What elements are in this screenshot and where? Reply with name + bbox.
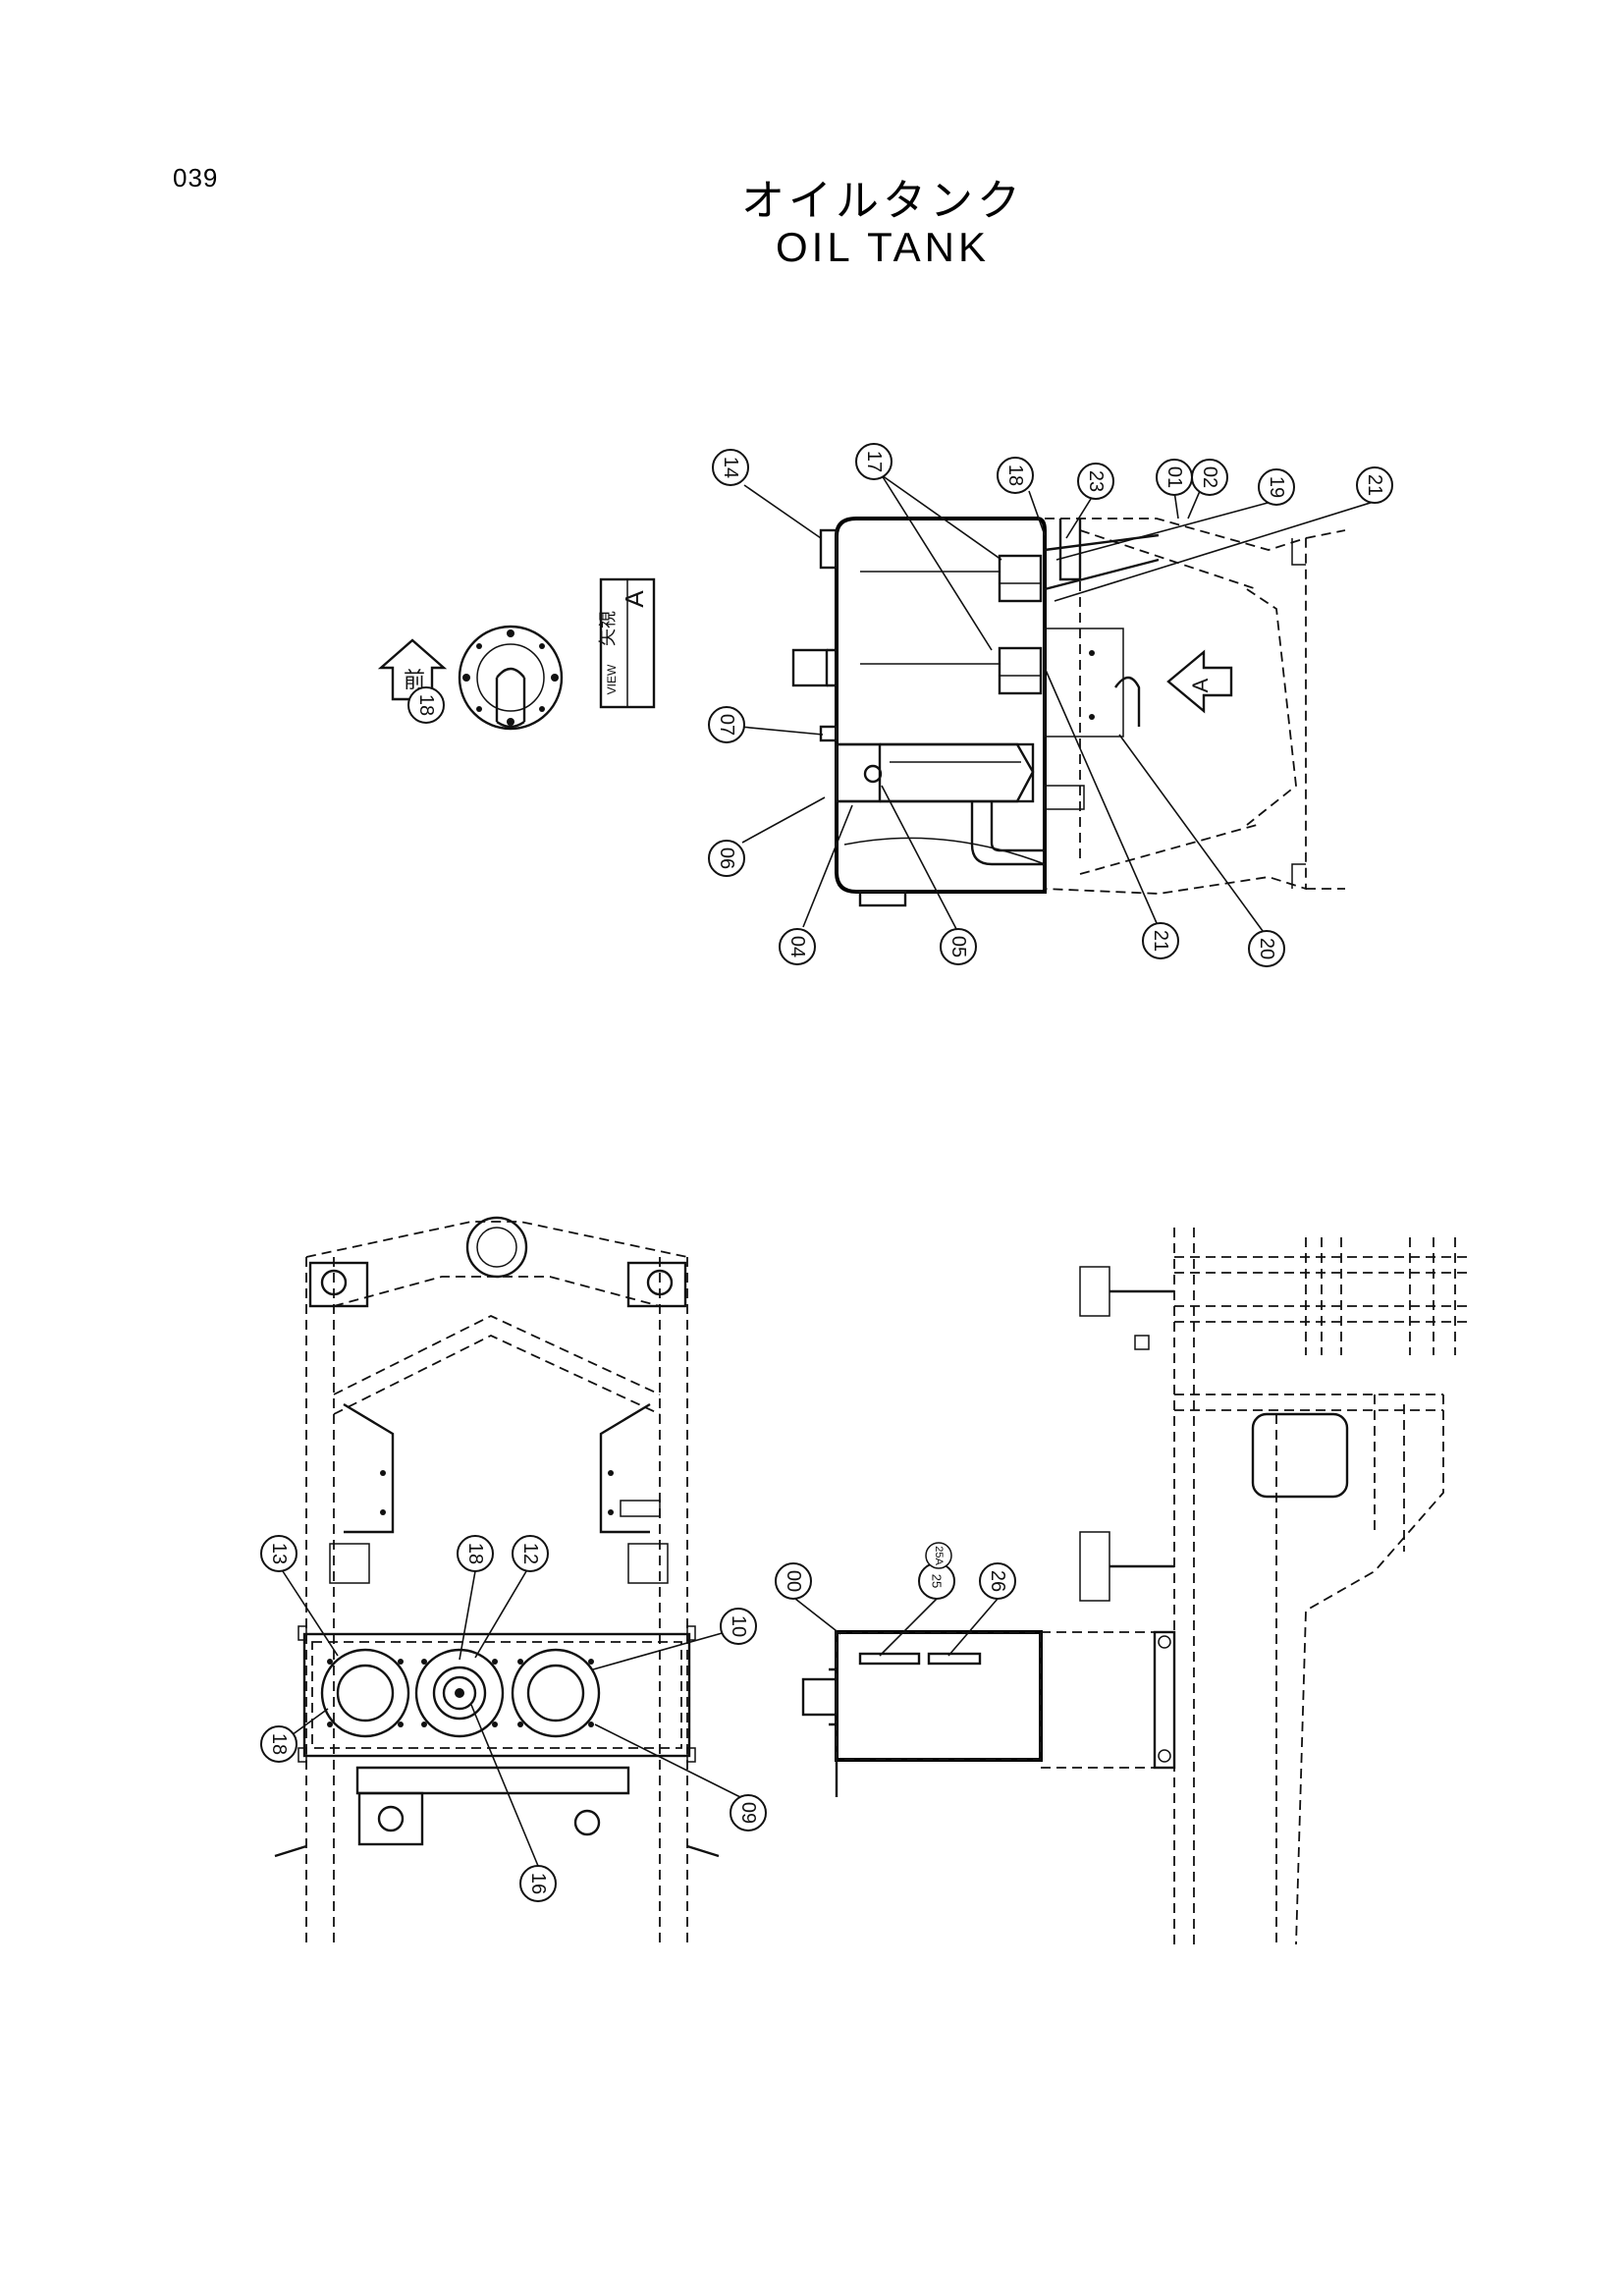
- view-a-arrow-letter: A: [1188, 678, 1213, 692]
- callout-21-bottom: 21: [1142, 922, 1179, 959]
- callout-04: 04: [779, 928, 816, 965]
- callout-19: 19: [1258, 468, 1295, 506]
- svg-text:18: 18: [268, 1733, 290, 1755]
- flange-left: [320, 1648, 410, 1738]
- callout-07: 07: [708, 706, 745, 743]
- callout-25-25A: 25 25A: [918, 1542, 955, 1600]
- flange-detail: [458, 625, 564, 731]
- flange-right: [511, 1648, 601, 1738]
- callout-02: 02: [1191, 459, 1228, 496]
- page-title-english: OIL TANK: [776, 224, 990, 270]
- svg-text:18: 18: [464, 1543, 486, 1564]
- callout-23: 23: [1077, 463, 1114, 500]
- svg-text:14: 14: [720, 457, 741, 478]
- flange-center: [414, 1648, 505, 1738]
- svg-text:13: 13: [268, 1543, 290, 1564]
- callout-06: 06: [708, 840, 745, 877]
- svg-text:25A: 25A: [933, 1546, 945, 1565]
- svg-text:23: 23: [1085, 470, 1107, 492]
- callout-10: 10: [720, 1608, 757, 1645]
- callout-16: 16: [519, 1865, 557, 1902]
- svg-text:09: 09: [737, 1802, 759, 1824]
- callout-26: 26: [979, 1562, 1016, 1600]
- callout-01: 01: [1156, 459, 1193, 496]
- svg-text:25: 25: [930, 1574, 945, 1588]
- callout-13: 13: [260, 1535, 298, 1572]
- callout-18-plan-top: 18: [457, 1535, 494, 1572]
- callout-14: 14: [712, 449, 749, 486]
- callout-18-flange: 18: [407, 686, 445, 724]
- svg-text:16: 16: [527, 1873, 549, 1894]
- svg-text:21: 21: [1364, 474, 1385, 496]
- svg-text:05: 05: [947, 936, 969, 957]
- view-letter: A: [620, 590, 649, 608]
- leaders-plan-view: [282, 1570, 741, 1867]
- callout-12: 12: [512, 1535, 549, 1572]
- page-number: 039: [173, 163, 219, 192]
- view-jp-label: 矢視: [598, 611, 618, 646]
- svg-text:17: 17: [863, 451, 885, 472]
- callout-18-top: 18: [997, 457, 1034, 494]
- callout-00: 00: [775, 1562, 812, 1600]
- view-a-label-box: 矢視 VIEW A: [598, 577, 656, 709]
- svg-text:06: 06: [716, 847, 737, 869]
- svg-text:26: 26: [987, 1570, 1008, 1592]
- svg-text:10: 10: [728, 1615, 749, 1637]
- side-view: [801, 1228, 1473, 1945]
- callout-21-top: 21: [1356, 466, 1393, 504]
- callout-20: 20: [1248, 930, 1285, 967]
- svg-text:02: 02: [1199, 466, 1220, 488]
- tank-side-view: A: [791, 517, 1346, 907]
- svg-text:19: 19: [1266, 476, 1287, 498]
- svg-text:20: 20: [1256, 938, 1277, 959]
- view-en-label: VIEW: [605, 664, 619, 694]
- svg-text:12: 12: [519, 1543, 541, 1564]
- callout-09: 09: [730, 1794, 767, 1831]
- svg-text:04: 04: [786, 936, 808, 957]
- svg-text:01: 01: [1163, 466, 1185, 488]
- leaders-side-view: [794, 1598, 999, 1657]
- plan-view: [274, 1216, 720, 1944]
- svg-text:07: 07: [716, 714, 737, 736]
- svg-text:18: 18: [1004, 465, 1026, 486]
- svg-text:21: 21: [1150, 930, 1171, 952]
- front-arrow-label: 前: [404, 668, 425, 692]
- callout-05: 05: [940, 928, 977, 965]
- svg-text:18: 18: [415, 694, 437, 716]
- front-direction-arrow: 前: [377, 638, 448, 701]
- svg-text:00: 00: [783, 1570, 804, 1592]
- callout-17: 17: [855, 443, 893, 480]
- callout-18-plan-left: 18: [260, 1725, 298, 1763]
- page-title-japanese: オイルタンク: [741, 176, 1024, 226]
